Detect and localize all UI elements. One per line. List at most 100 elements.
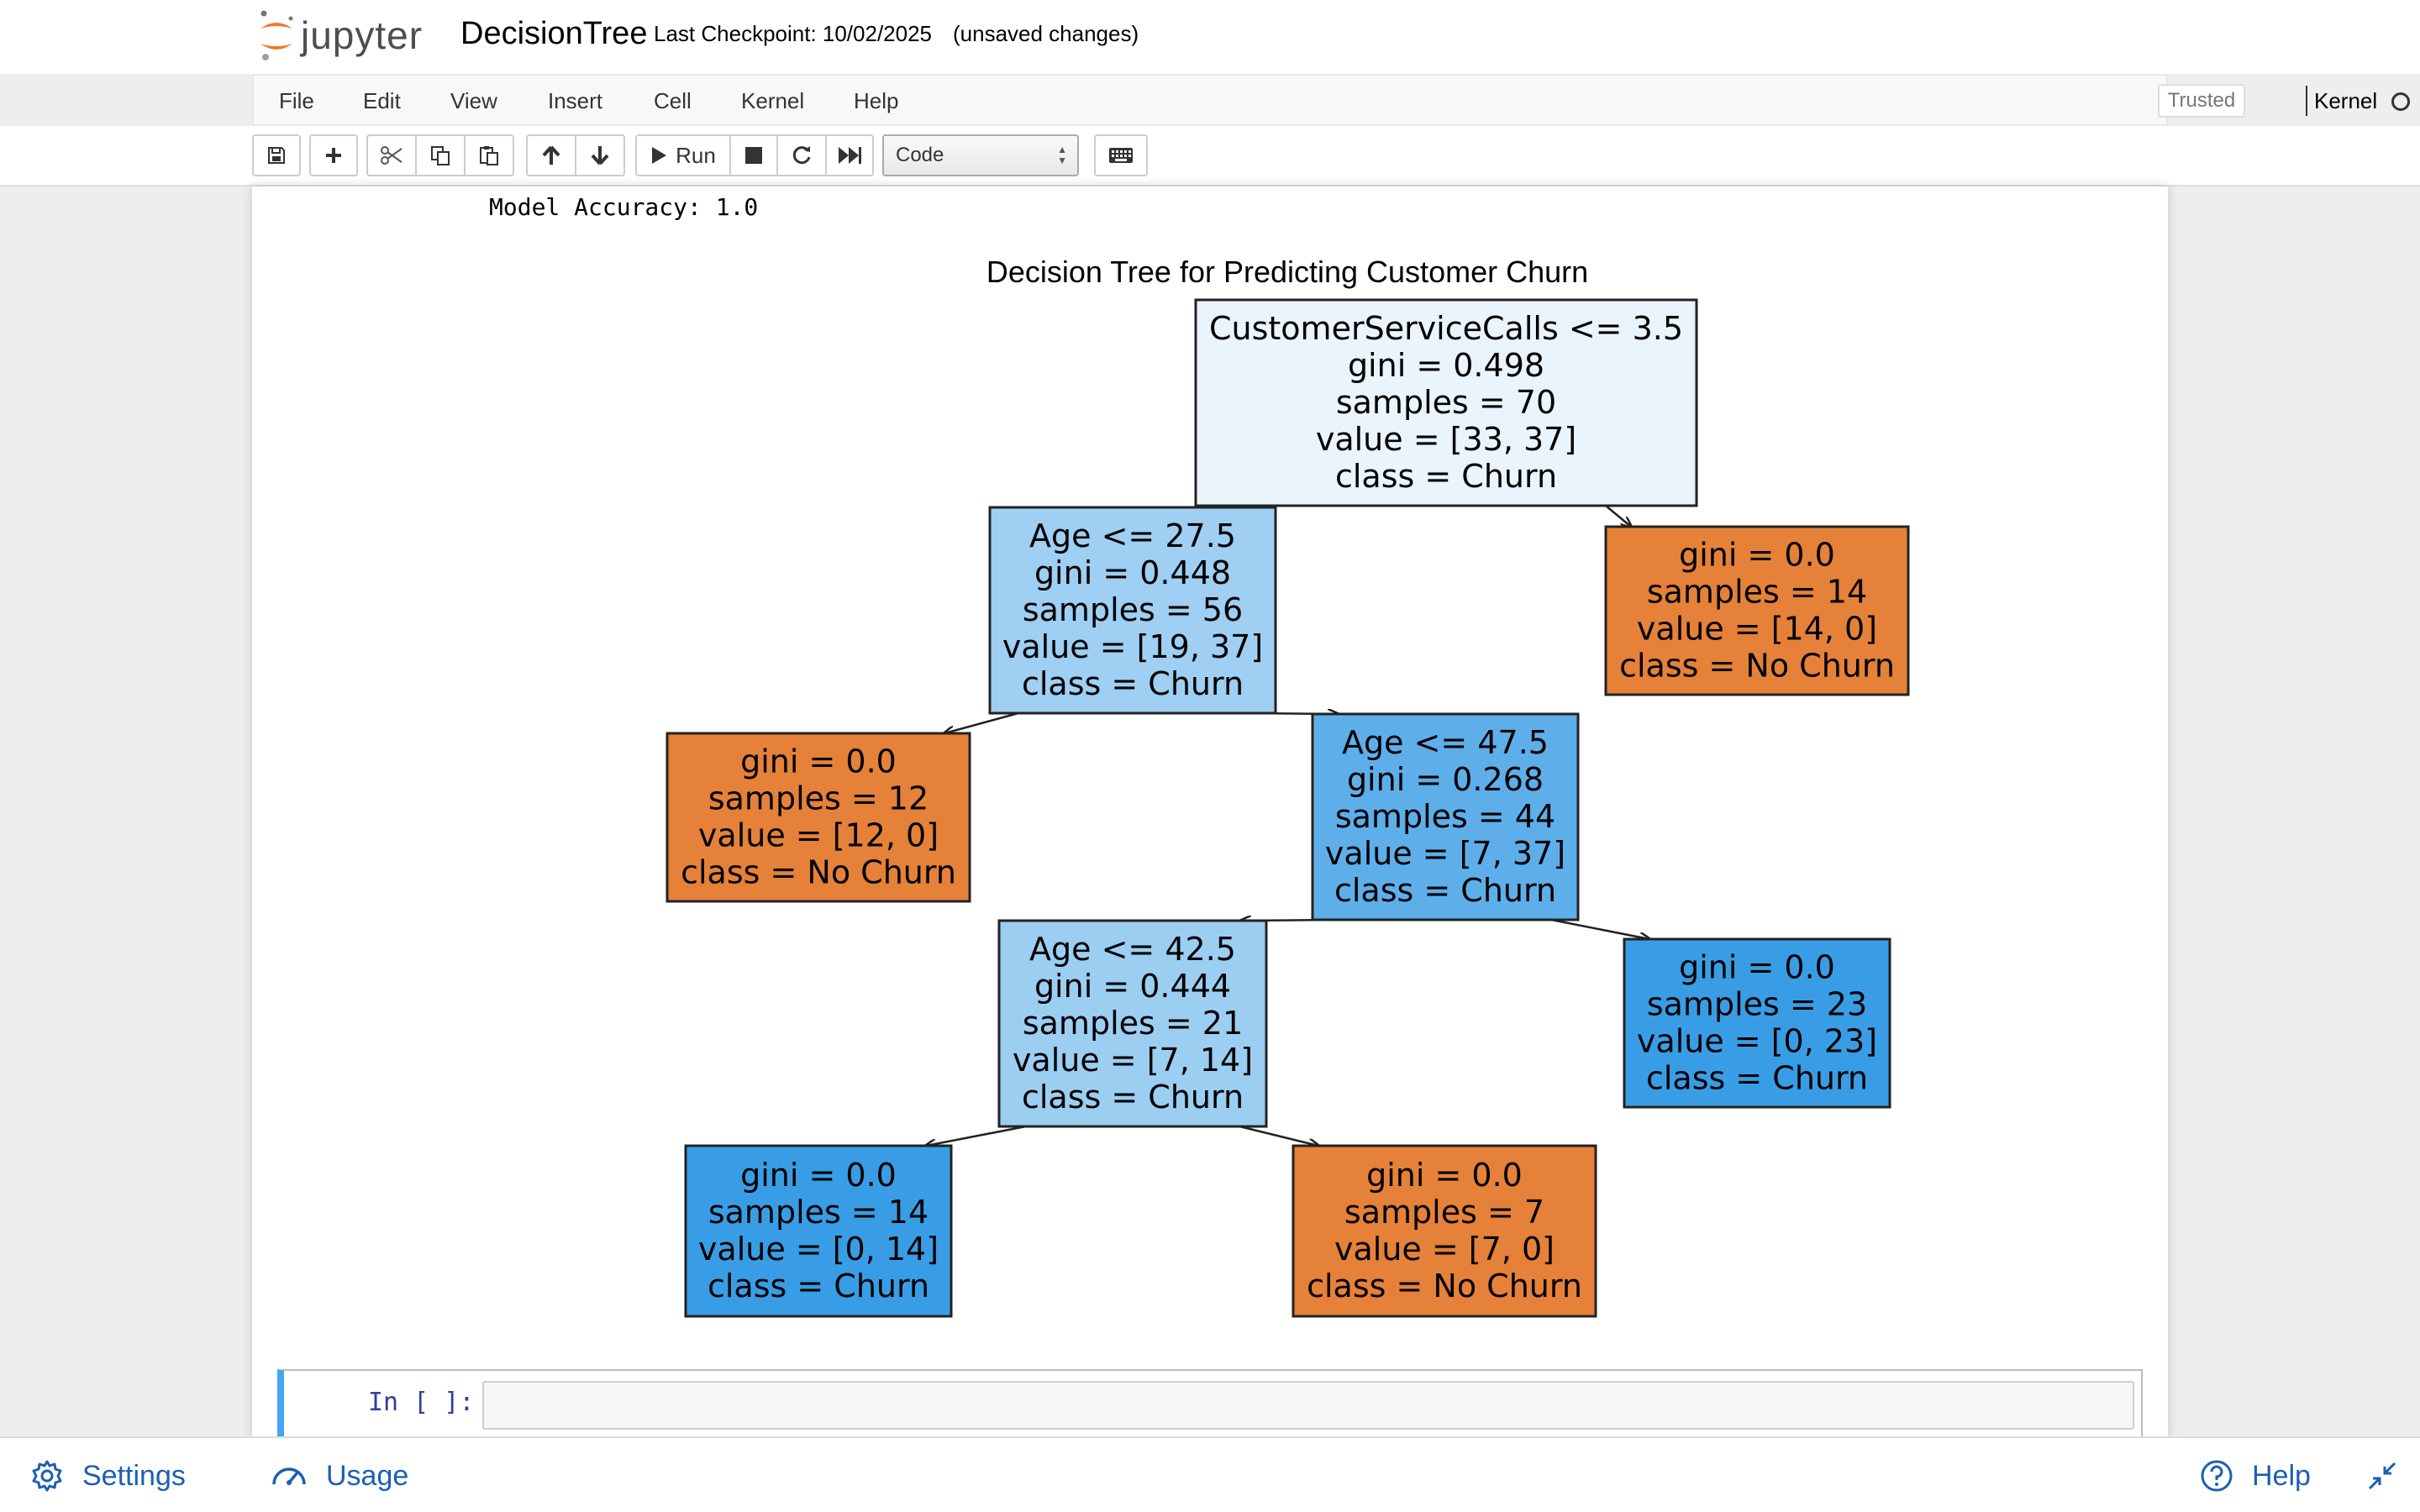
help-button[interactable]: Help <box>2200 1438 2311 1512</box>
copy-button[interactable] <box>415 134 466 176</box>
autosave-status: (unsaved changes) <box>953 21 1139 46</box>
menu-file[interactable]: File <box>279 88 314 113</box>
tree-node-line: samples = 44 <box>1335 798 1555 835</box>
copy-icon <box>431 146 450 165</box>
gauge-icon <box>272 1467 306 1485</box>
tree-node-line: samples = 7 <box>1344 1194 1544 1231</box>
tree-node-line: gini = 0.0 <box>740 1157 897 1194</box>
tree-node-box <box>1194 298 1698 507</box>
arrow-up-icon <box>542 145 560 165</box>
restart-run-all-button[interactable] <box>825 134 874 176</box>
tree-node-line: value = [7, 14] <box>1013 1042 1253 1079</box>
tree-node-line: samples = 23 <box>1647 985 1867 1022</box>
settings-button[interactable]: Settings <box>30 1438 186 1512</box>
tree-node-line: CustomerServiceCalls <= 3.5 <box>1209 310 1683 347</box>
stop-icon <box>745 147 762 164</box>
output-stream: Model Accuracy: 1.0 <box>489 193 759 221</box>
tree-node-line: value = [12, 0] <box>698 816 939 853</box>
tree-node-line: gini = 0.0 <box>740 743 897 780</box>
tree-node-box <box>1292 1144 1597 1318</box>
menu-help[interactable]: Help <box>854 88 899 113</box>
insert-cell-button[interactable] <box>309 134 358 176</box>
tree-node-line: value = [7, 37] <box>1325 835 1565 872</box>
tree-node-box <box>684 1144 953 1318</box>
cut-icon <box>381 146 402 165</box>
run-label: Run <box>676 142 716 168</box>
usage-button[interactable]: Usage <box>271 1438 408 1512</box>
notebook-header: jupyter DecisionTree Last Checkpoint: 10… <box>0 0 2420 74</box>
tree-edge-5-7 <box>926 1125 1027 1146</box>
help-label: Help <box>2252 1459 2311 1492</box>
tree-node-line: Age <= 42.5 <box>1029 931 1236 968</box>
help-icon <box>2201 1460 2233 1492</box>
tree-node-line: class = Churn <box>1022 665 1244 702</box>
command-palette-button[interactable] <box>1094 134 1148 176</box>
tree-node-box <box>1604 525 1910 696</box>
tree-node-line: samples = 12 <box>708 780 929 816</box>
plus-icon <box>326 148 341 163</box>
status-bar: Settings Usage Help <box>0 1436 2420 1512</box>
chart-title: Decision Tree for Predicting Customer Ch… <box>986 255 1588 289</box>
tree-edge-1-3 <box>944 711 1019 733</box>
select-arrows-icon: ▲▼ <box>1057 144 1067 166</box>
kernel-idle-icon <box>2391 92 2410 111</box>
menu-kernel[interactable]: Kernel <box>741 88 805 113</box>
interrupt-button[interactable] <box>729 134 778 176</box>
tree-node-line: class = No Churn <box>1619 647 1895 684</box>
notebook-title[interactable]: DecisionTree <box>460 16 648 51</box>
menu-view[interactable]: View <box>450 88 497 113</box>
tree-node-line: class = Churn <box>1335 458 1557 495</box>
tree-node-box <box>666 732 971 903</box>
code-cell[interactable]: In [ ]: <box>277 1369 2143 1438</box>
tree-node-line: class = Churn <box>1334 872 1556 909</box>
menu-edit[interactable]: Edit <box>363 88 401 113</box>
kernel-name[interactable]: Kernel <box>2314 88 2378 113</box>
code-editor[interactable] <box>482 1381 2134 1430</box>
tree-node-line: class = Churn <box>708 1268 929 1305</box>
save-button[interactable] <box>252 134 301 176</box>
restart-icon <box>792 146 811 165</box>
toolbar: Run Code ▲▼ <box>0 126 2420 186</box>
input-prompt: In [ ]: <box>368 1388 475 1417</box>
keyboard-icon <box>1109 148 1133 163</box>
save-icon <box>268 147 285 164</box>
tree-node-line: value = [14, 0] <box>1637 610 1877 647</box>
tree-node-box <box>988 506 1277 715</box>
trusted-indicator[interactable]: Trusted <box>2158 84 2245 118</box>
jupyter-logo-text: jupyter <box>301 13 424 57</box>
jupyter-logo[interactable]: jupyter <box>257 8 423 62</box>
run-button[interactable]: Run <box>635 134 731 176</box>
cut-button[interactable] <box>366 134 417 176</box>
move-up-button[interactable] <box>526 134 576 176</box>
last-checkpoint: Last Checkpoint: 10/02/2025 <box>654 21 933 46</box>
collapse-button[interactable] <box>2368 1438 2415 1512</box>
move-down-button[interactable] <box>575 134 625 176</box>
tree-edge-0-2 <box>1605 505 1631 527</box>
tree-node-line: samples = 70 <box>1336 384 1556 421</box>
collapse-icon <box>2368 1462 2396 1490</box>
menubar: File Edit View Insert Cell Kernel Help T… <box>252 74 2410 126</box>
tree-node-line: Age <= 47.5 <box>1342 724 1549 761</box>
tree-node-box <box>1311 712 1580 921</box>
paste-button[interactable] <box>464 134 514 176</box>
tree-node-line: samples = 14 <box>1647 573 1867 610</box>
play-icon <box>652 147 667 164</box>
usage-label: Usage <box>326 1459 409 1492</box>
tree-node-line: class = No Churn <box>681 853 956 890</box>
menu-insert[interactable]: Insert <box>548 88 603 113</box>
tree-node-line: value = [0, 14] <box>698 1231 939 1268</box>
arrow-down-icon <box>591 146 609 165</box>
restart-button[interactable] <box>776 134 827 176</box>
tree-node-line: class = Churn <box>1646 1059 1868 1096</box>
tree-node-line: class = Churn <box>1022 1079 1244 1116</box>
cell-type-select[interactable]: Code ▲▼ <box>882 134 1079 176</box>
menu-cell[interactable]: Cell <box>654 88 692 113</box>
tree-node-line: gini = 0.498 <box>1348 347 1544 384</box>
